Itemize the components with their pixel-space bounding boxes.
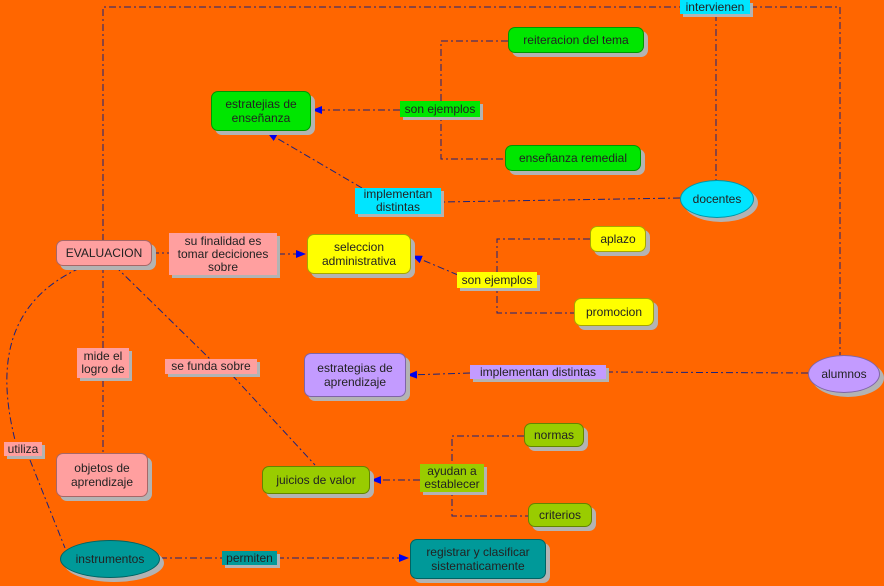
label-son-ejemplos-2: son ejemplos [457, 272, 537, 288]
node-juicios-valor[interactable]: juicios de valor [262, 466, 370, 494]
node-estrategias-aprendizaje[interactable]: estrategias de aprendizaje [304, 353, 406, 397]
label-implementan-distintas-2: implementan distintas [470, 365, 606, 379]
node-evaluacion[interactable]: EVALUACION [56, 240, 152, 266]
node-objetos-aprendizaje[interactable]: objetos de aprendizaje [56, 453, 148, 497]
label-su-finalidad: su finalidad es tomar deciciones sobre [169, 233, 277, 275]
edge-alumnos-implementan [605, 371, 809, 374]
node-estrategias-ensenanza[interactable]: estratejias de enseñanza [211, 91, 311, 131]
label-intervienen: intervienen [680, 0, 750, 14]
node-reiteracion-tema[interactable]: reiteracion del tema [508, 27, 644, 53]
edge-evaluacion-utiliza [6, 267, 81, 441]
edge-intervienen-right [750, 6, 841, 355]
node-ensenanza-remedial[interactable]: enseñanza remedial [505, 145, 641, 171]
label-ayudan-establecer: ayudan a establecer [420, 464, 484, 492]
edge-son-ejemplos-2-seleccion [412, 255, 459, 276]
label-se-funda-sobre: se funda sobre [165, 359, 257, 374]
label-implementan-distintas-1: implementan distintas [355, 188, 441, 214]
label-son-ejemplos-1: son ejemplos [400, 101, 480, 117]
edge-implementan-aprendizaje [407, 370, 471, 379]
node-instrumentos[interactable]: instrumentos [60, 540, 160, 578]
node-alumnos[interactable]: alumnos [808, 355, 880, 393]
edge-utiliza-instrumentos [29, 459, 66, 549]
edge-docentes-implementan [441, 197, 681, 203]
node-docentes[interactable]: docentes [680, 180, 754, 218]
node-seleccion-administrativa[interactable]: seleccion administrativa [307, 234, 411, 274]
node-criterios[interactable]: criterios [528, 503, 592, 527]
label-utiliza: utiliza [4, 442, 42, 456]
edge-evaluacion-funda [114, 265, 211, 360]
edge-son-ejemplos-1-bracket [440, 40, 508, 160]
node-registrar-clasificar[interactable]: registrar y clasificar sistematicamente [410, 539, 546, 579]
edge-evaluacion-up [102, 6, 680, 241]
edge-funda-juicios [231, 374, 316, 466]
label-permiten: permiten [222, 551, 277, 565]
edge-implementan-estrategias [267, 132, 363, 189]
label-mide-logro: mide el logro de [77, 348, 129, 378]
node-promocion[interactable]: promocion [574, 298, 654, 326]
node-normas[interactable]: normas [524, 423, 584, 447]
node-aplazo[interactable]: aplazo [590, 226, 646, 252]
